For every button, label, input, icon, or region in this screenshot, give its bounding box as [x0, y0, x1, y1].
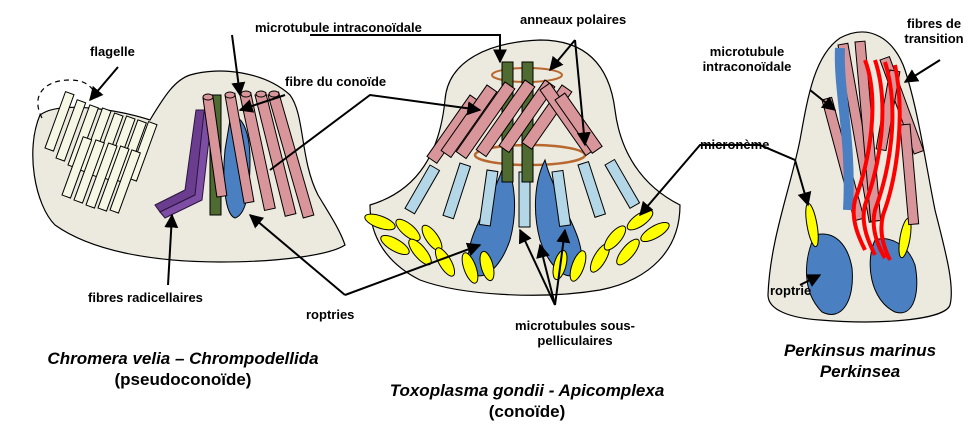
caption-perkinsus-name-1: Perkinsus marinus: [784, 341, 936, 360]
caption-perkinsus: Perkinsus marinus Perkinsea: [760, 340, 960, 382]
label-fibres-de-transition-line2: transition: [898, 31, 970, 46]
label-microtubule-intraconoidale-center: microtubule intraconoïdale: [255, 20, 422, 35]
label-microtubule-intraconoidale-right: microtubule intraconoïdale: [692, 44, 802, 74]
label-microtubules-sous-pelliculaires-line2: pelliculaires: [505, 333, 645, 348]
chromera-cell: [33, 71, 345, 262]
perkinsus-cell: [768, 32, 951, 322]
caption-toxoplasma: Toxoplasma gondii - Apicomplexa (conoïde…: [372, 380, 682, 422]
label-anneaux-polaires: anneaux polaires: [520, 12, 626, 27]
toxoplasma-cell: [363, 40, 680, 295]
caption-perkinsus-name-2: Perkinsea: [820, 362, 900, 381]
caption-toxoplasma-type: (conoïde): [489, 402, 566, 421]
caption-chromera: Chromera velia – Chrompodellida (pseudoc…: [18, 348, 348, 390]
label-fibre-du-conoide: fibre du conoïde: [285, 74, 386, 89]
label-roptries: roptries: [306, 307, 354, 322]
label-microtubules-sous-pelliculaires-line1: microtubules sous-: [505, 318, 645, 333]
caption-chromera-name: Chromera velia – Chrompodellida: [47, 349, 318, 368]
caption-toxoplasma-name: Toxoplasma gondii - Apicomplexa: [390, 381, 665, 400]
label-roptrie: roptrie: [770, 283, 811, 298]
label-microtubule-intraconoidale-right-line1: microtubule: [692, 44, 802, 59]
label-flagelle: flagelle: [90, 44, 135, 59]
label-microneme: micronème: [700, 137, 769, 152]
caption-chromera-type: (pseudoconoïde): [115, 370, 252, 389]
label-microtubule-intraconoidale-right-line2: intraconoïdale: [692, 59, 802, 74]
label-microtubules-sous-pelliculaires: microtubules sous- pelliculaires: [505, 318, 645, 348]
label-fibres-radicellaires: fibres radicellaires: [88, 290, 203, 305]
label-fibres-de-transition-line1: fibres de: [898, 16, 970, 31]
label-fibres-de-transition: fibres de transition: [898, 16, 970, 46]
